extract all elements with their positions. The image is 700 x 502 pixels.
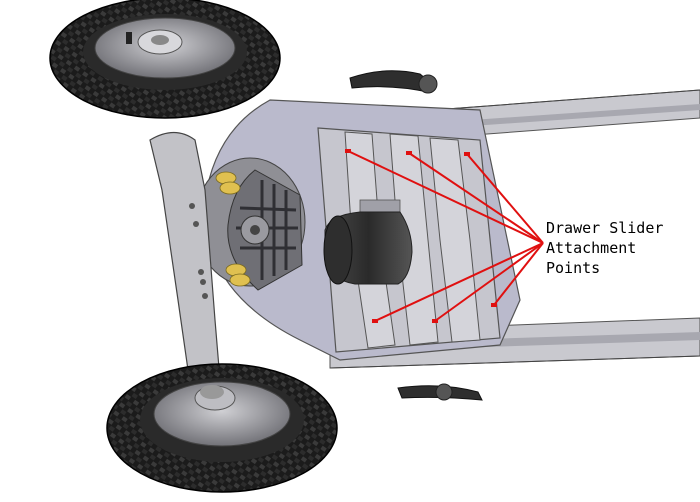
top-wheel (49, 0, 281, 119)
callout-label: Drawer Slider Attachment Points (546, 218, 696, 278)
top-clamp-handle (349, 70, 438, 94)
bottom-wheel (106, 363, 338, 493)
callout-line-1: Drawer Slider (546, 219, 664, 237)
gear-housing (194, 157, 306, 291)
callout-line-2: Attachment (546, 239, 637, 257)
axle-arm (149, 131, 221, 397)
leader-lines (347, 150, 544, 322)
callout-line-3: Points (546, 259, 601, 277)
bottom-clamp-handle (397, 383, 483, 401)
roller-cylinder (323, 211, 413, 285)
